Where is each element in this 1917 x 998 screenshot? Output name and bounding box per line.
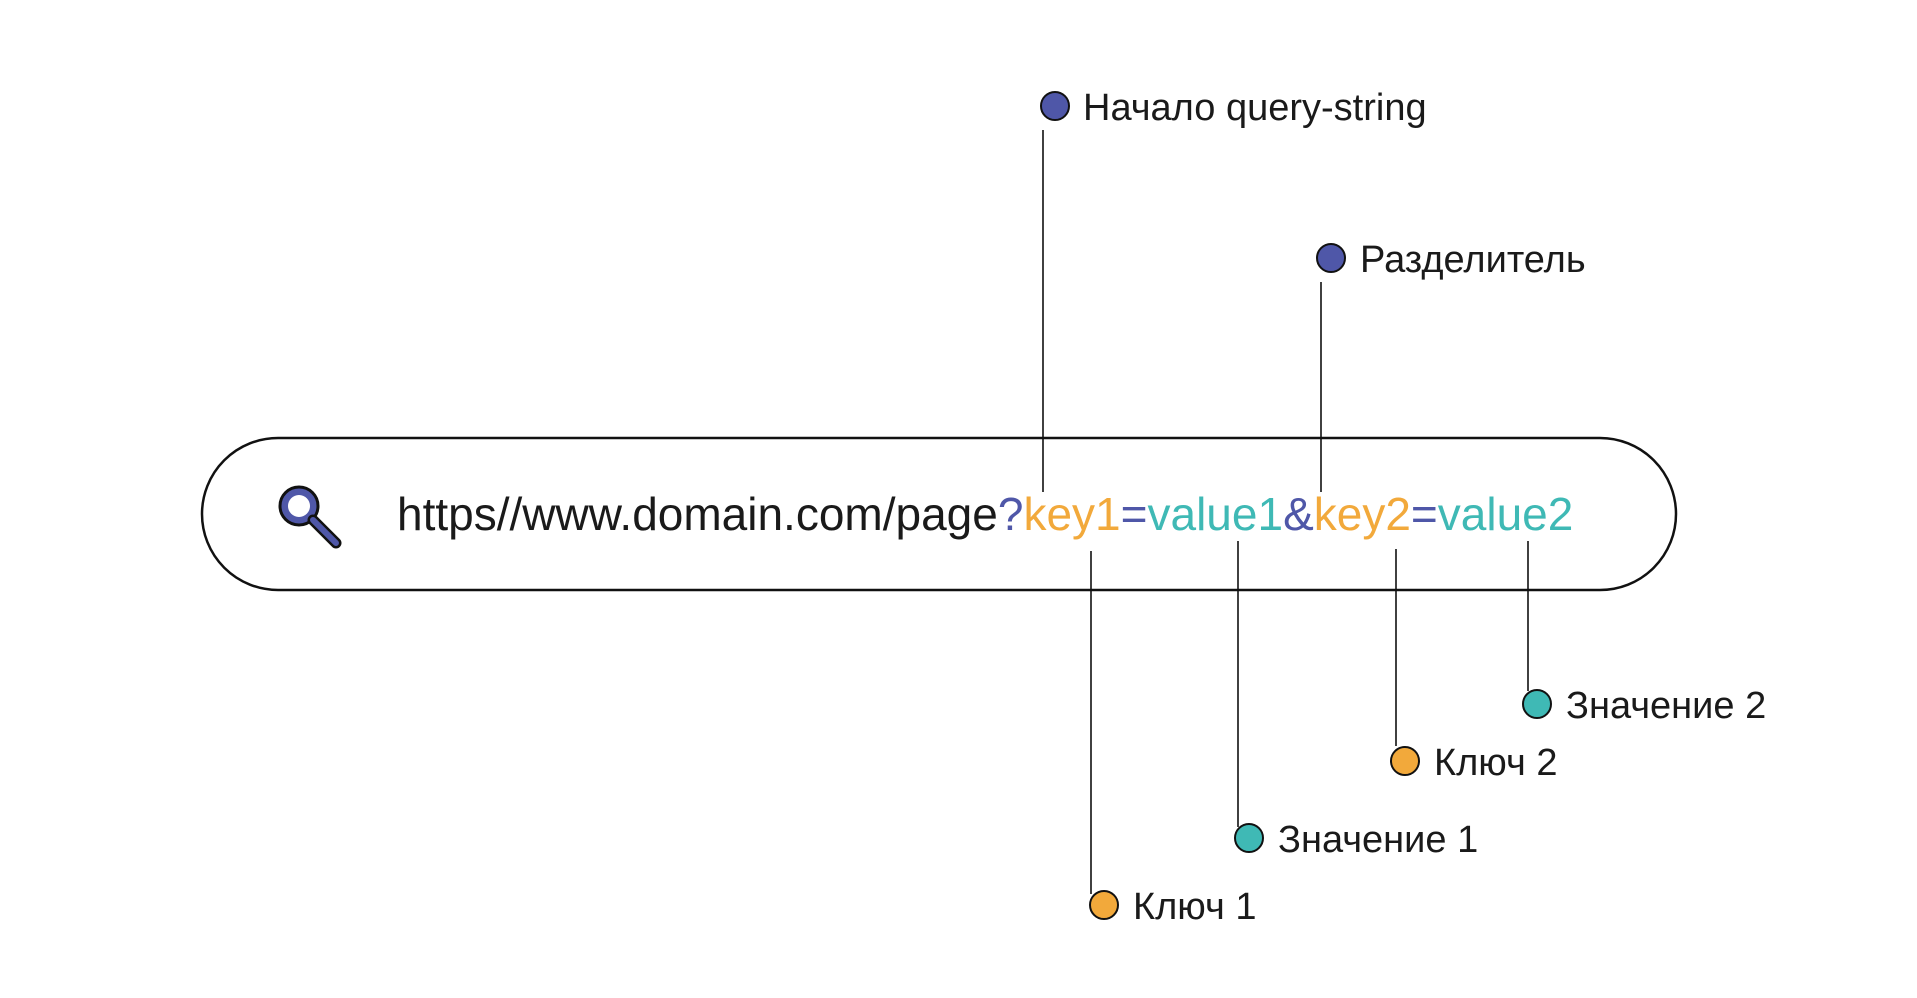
- dot-value1: [1234, 823, 1264, 853]
- dot-query-start: [1040, 91, 1070, 121]
- url-key1: key1: [1023, 488, 1120, 540]
- leader-lines: [1042, 130, 1529, 894]
- callout-separator: Разделитель: [1360, 239, 1586, 281]
- url-text: https//www.domain.com/page?key1=value1&k…: [397, 488, 1573, 540]
- url-value1: value1: [1148, 488, 1284, 540]
- url-bar: [200, 436, 1678, 592]
- url-separator: &: [1283, 488, 1314, 540]
- url-eq2: =: [1411, 488, 1438, 540]
- dot-separator: [1316, 243, 1346, 273]
- callout-value2: Значение 2: [1566, 685, 1766, 727]
- url-key2: key2: [1314, 488, 1411, 540]
- callout-value1: Значение 1: [1278, 819, 1478, 861]
- dot-key1: [1089, 890, 1119, 920]
- dot-key2: [1390, 746, 1420, 776]
- url-base: https//www.domain.com/page: [397, 488, 998, 540]
- callout-query-start: Начало query-string: [1083, 87, 1427, 129]
- dot-value2: [1522, 689, 1552, 719]
- callout-key2: Ключ 2: [1434, 742, 1557, 784]
- search-icon: [278, 485, 342, 549]
- url-eq1: =: [1121, 488, 1148, 540]
- callout-key1: Ключ 1: [1133, 886, 1256, 928]
- url-value2: value2: [1438, 488, 1574, 540]
- url-query-start: ?: [998, 488, 1024, 540]
